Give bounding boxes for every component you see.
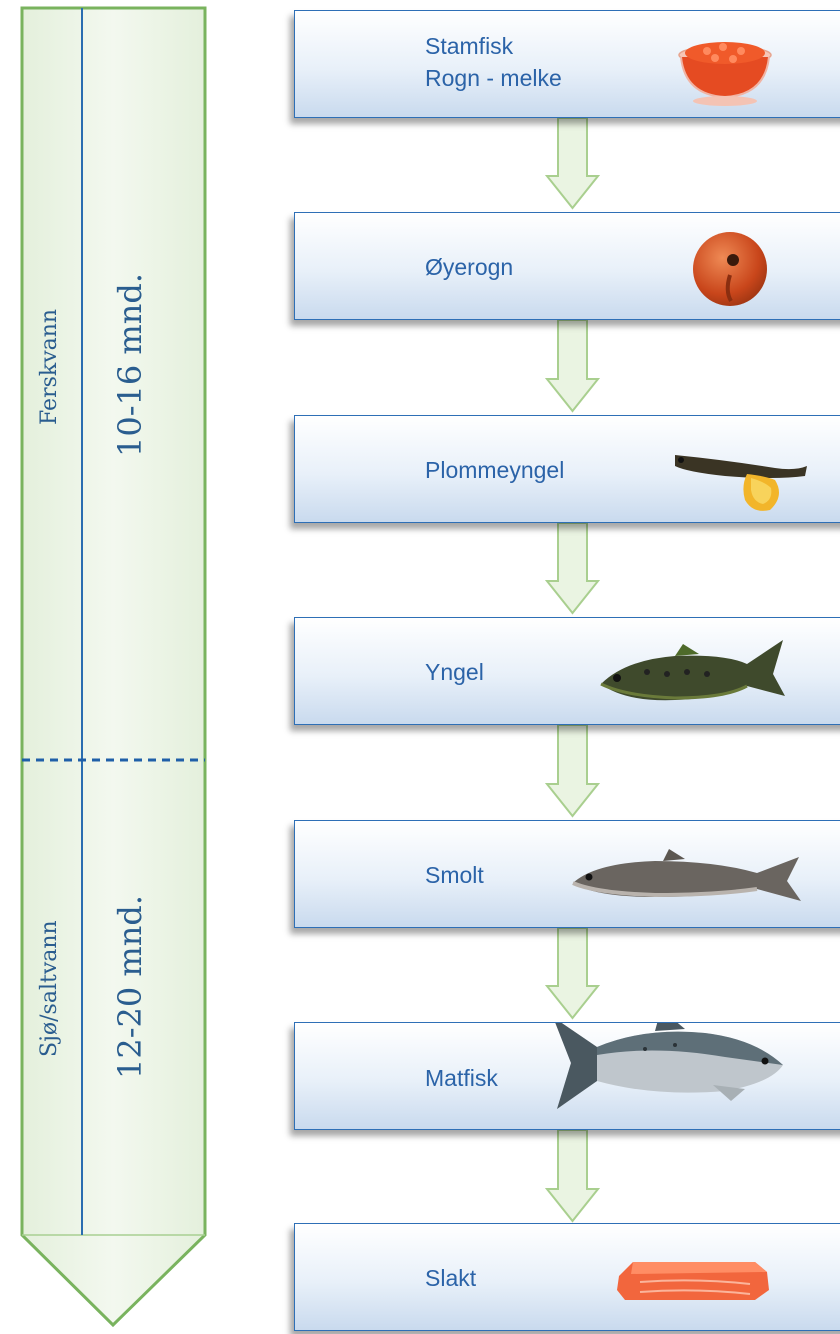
stage-eyed-egg: Øyerogn (294, 212, 840, 320)
flow-arrow-5 (545, 928, 600, 1020)
stage-broodstock: Stamfisk Rogn - melke (294, 10, 840, 118)
fry-fish-icon (295, 618, 840, 726)
phase-saltwater-duration: 12-20 mnd. (110, 929, 150, 1079)
yolk-sac-fry-icon (295, 416, 840, 524)
phase-freshwater-label: Ferskvann (35, 325, 65, 425)
salmon-fish-icon (295, 1023, 840, 1131)
lifecycle-timeline: Ferskvann 10-16 mnd. Sjø/saltvann 12-20 … (0, 0, 225, 1330)
smolt-fish-icon (295, 821, 840, 929)
stage-smolt: Smolt (294, 820, 840, 928)
stage-slaughter: Slakt (294, 1223, 840, 1331)
phase-freshwater-duration: 10-16 mnd. (110, 307, 150, 457)
stage-fry: Yngel (294, 617, 840, 725)
phase-saltwater-label: Sjø/saltvann (35, 937, 65, 1057)
flow-arrow-4 (545, 725, 600, 818)
flow-arrow-3 (545, 523, 600, 615)
roe-bowl-icon (295, 11, 840, 119)
flow-arrow-6 (545, 1130, 600, 1223)
stage-food-fish: Matfisk (294, 1022, 840, 1130)
flow-arrow-1 (545, 118, 600, 210)
eyed-egg-icon (295, 213, 840, 321)
flow-arrow-2 (545, 320, 600, 413)
salmon-fillet-icon (295, 1224, 840, 1332)
timeline-arrow-shape (0, 0, 225, 1330)
stage-yolk-sac-fry: Plommeyngel (294, 415, 840, 523)
